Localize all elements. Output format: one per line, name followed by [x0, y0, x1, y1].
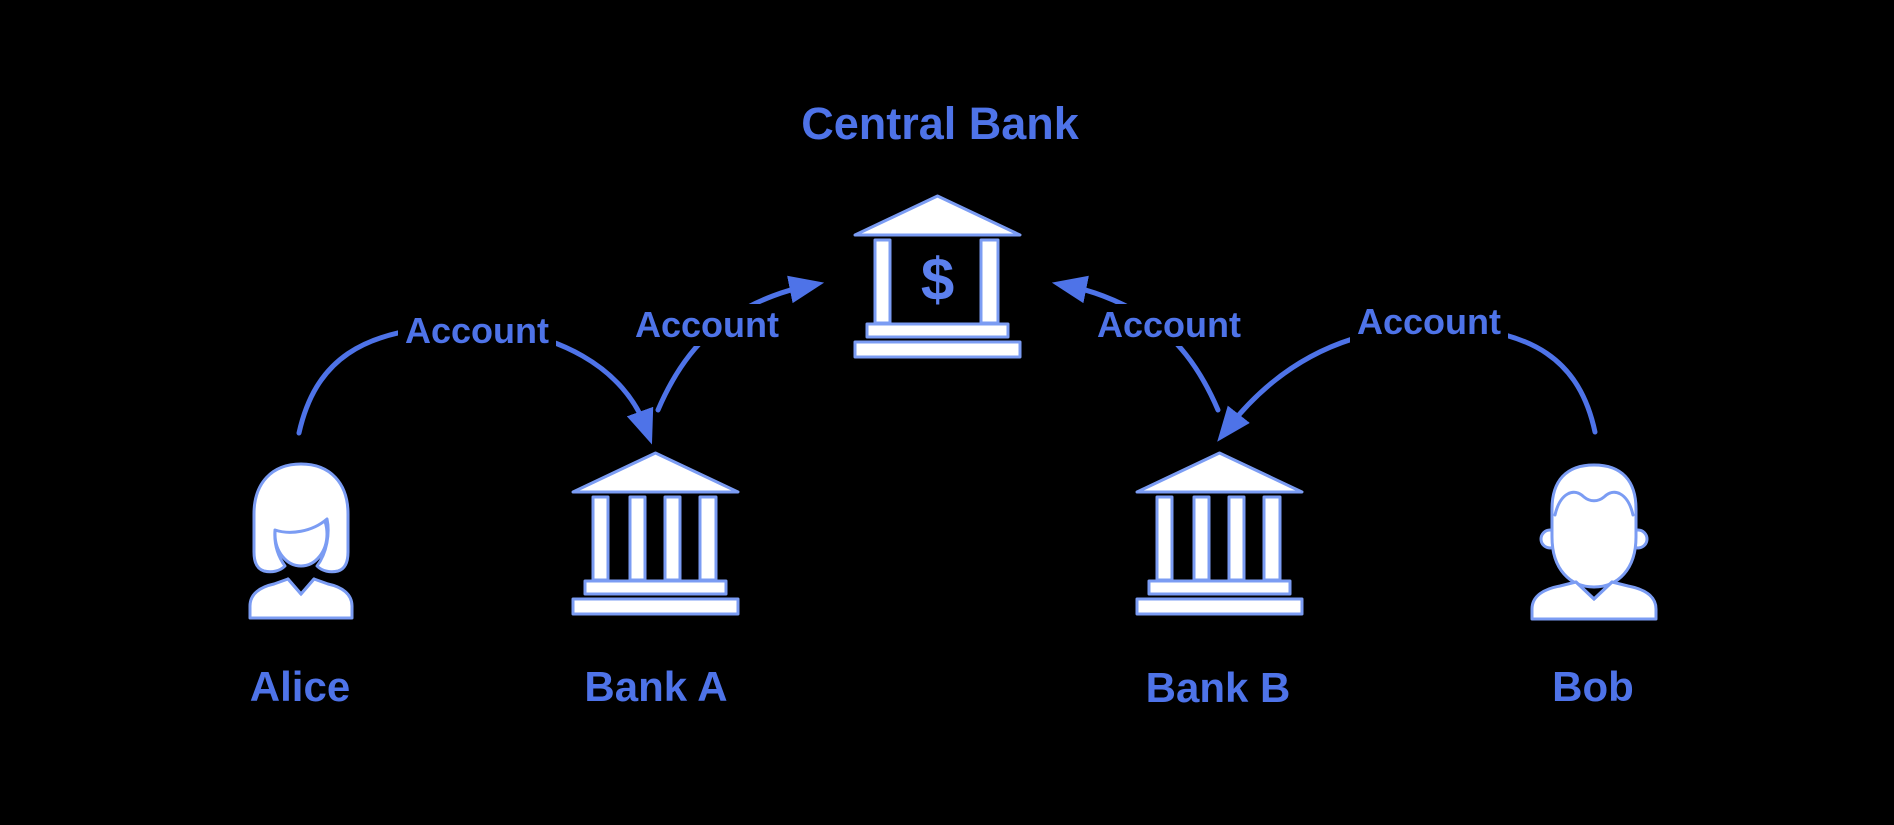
- dollar-symbol: $: [921, 246, 954, 313]
- central-bank-roof: [853, 194, 1022, 237]
- bank-column: [698, 495, 718, 582]
- central-bank-column-right: [979, 238, 1000, 325]
- bank-a-icon: [571, 451, 740, 616]
- bank-base-lower: [571, 597, 740, 616]
- edge-label-bank-b-central: Account: [1090, 304, 1248, 346]
- person-collar: [1574, 580, 1614, 602]
- edge-label-bob-bank-b: Account: [1350, 301, 1508, 343]
- central-bank-base-upper: [865, 322, 1010, 339]
- central-bank-icon: $: [853, 194, 1022, 359]
- edge-label-alice-bank-a: Account: [398, 310, 556, 352]
- bank-column: [1227, 495, 1246, 582]
- person-hair-fringe: [1553, 491, 1635, 517]
- bank-column: [663, 495, 682, 582]
- person-collar: [286, 577, 316, 597]
- alice-icon: [248, 462, 354, 620]
- bank-column: [628, 495, 647, 582]
- bank-b-icon: [1135, 451, 1304, 616]
- bank-roof: [571, 451, 740, 494]
- bank-column: [1155, 495, 1174, 582]
- node-label-alice: Alice: [249, 663, 351, 710]
- node-label-bank-b: Bank B: [1145, 664, 1291, 711]
- node-label-bank-a: Bank A: [584, 663, 728, 710]
- bank-roof: [1135, 451, 1304, 494]
- person-hair: [252, 462, 350, 574]
- person-shoulders: [248, 577, 354, 620]
- bob-icon: [1530, 463, 1658, 621]
- central-bank-title: Central Bank: [801, 98, 1079, 149]
- person-head: [1550, 463, 1638, 589]
- central-bank-base-lower: [853, 340, 1022, 359]
- node-label-bob: Bob: [1552, 663, 1634, 710]
- central-bank-column-left: [873, 238, 892, 325]
- bank-column: [1262, 495, 1282, 582]
- bank-base-upper: [1147, 579, 1292, 596]
- edge-label-bank-a-central: Account: [628, 304, 786, 346]
- bank-column: [1192, 495, 1211, 582]
- bank-column: [591, 495, 610, 582]
- bank-base-upper: [583, 579, 728, 596]
- bank-base-lower: [1135, 597, 1304, 616]
